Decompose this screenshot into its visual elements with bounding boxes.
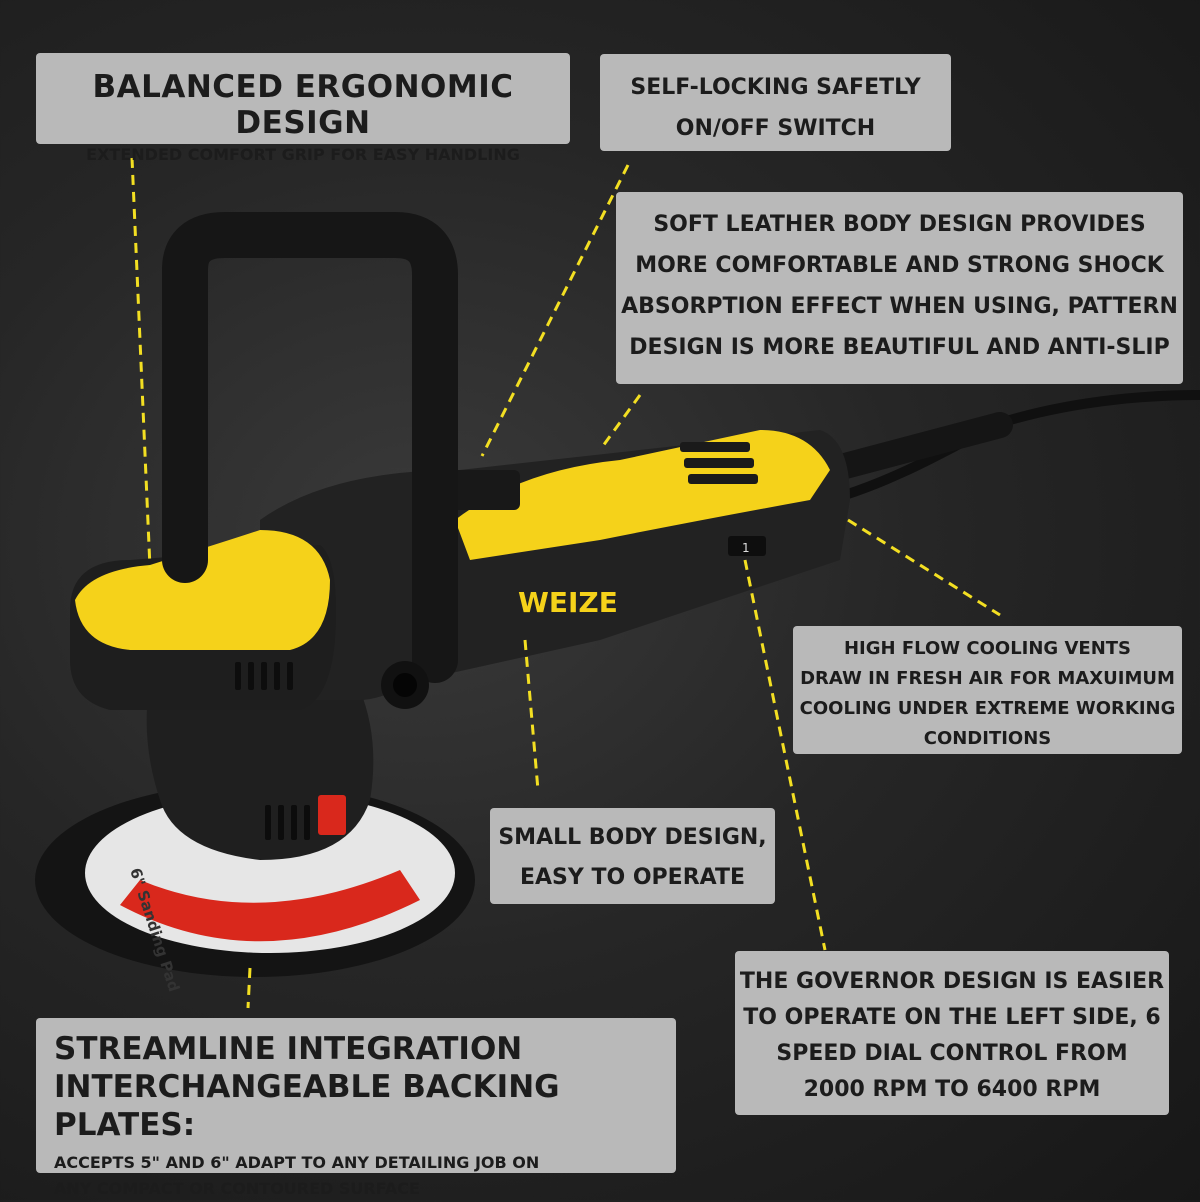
pad-red-label	[120, 870, 420, 942]
speed-dial-number: 1	[742, 541, 750, 555]
leader-ergonomic	[130, 157, 152, 569]
yellow-grip	[455, 430, 830, 560]
small-line-1: SMALL BODY DESIGN,	[498, 825, 767, 850]
switch-line-1: SELF-LOCKING SAFETLY	[630, 75, 921, 100]
top-vents-icon	[680, 442, 758, 484]
yellow-head-cap	[75, 530, 330, 650]
ergonomic-subtitle: EXTENDED COMFORT GRIP FOR EASY HANDLING	[86, 145, 520, 164]
callout-cooling-vents: HIGH FLOW COOLING VENTS DRAW IN FRESH AI…	[793, 626, 1182, 754]
switch-line-2: ON/OFF SWITCH	[675, 116, 876, 141]
leader-vents	[847, 518, 1001, 617]
polisher-neck	[146, 680, 374, 860]
callout-governor: THE GOVERNOR DESIGN IS EASIER TO OPERATE…	[735, 951, 1169, 1115]
brand-logo: WEIZE	[518, 586, 618, 619]
handle-socket	[381, 661, 429, 709]
governor-line-3: SPEED DIAL CONTROL FROM	[776, 1041, 1128, 1066]
streamline-body-1: ACCEPTS 5" AND 6" ADAPT TO ANY DETAILING…	[54, 1153, 540, 1172]
leader-streamline	[246, 967, 252, 1009]
callout-streamline: STREAMLINE INTEGRATION INTERCHANGEABLE B…	[36, 1018, 676, 1198]
leader-switch	[480, 164, 630, 457]
leather-line-1: SOFT LEATHER BODY DESIGN PROVIDES	[653, 212, 1146, 237]
polisher-body	[260, 430, 850, 700]
speed-dial	[728, 536, 766, 556]
vents-line-3: COOLING UNDER EXTREME WORKING	[799, 698, 1176, 719]
pad-text: 6" Sanding Pad	[126, 866, 183, 994]
d-handle	[162, 212, 458, 683]
side-vents-icon	[235, 662, 293, 690]
streamline-body-2: ANY COMPACT OR CONTOURED SURFACE	[54, 1179, 420, 1198]
governor-line-1: THE GOVERNOR DESIGN IS EASIER	[739, 969, 1165, 994]
vents-line-2: DRAW IN FRESH AIR FOR MAXUIMUM	[800, 668, 1175, 689]
vents-line-1: HIGH FLOW COOLING VENTS	[843, 638, 1132, 659]
leather-line-3: ABSORPTION EFFECT WHEN USING, PATTERN	[621, 294, 1178, 319]
callout-safety-switch: SELF-LOCKING SAFETLY ON/OFF SWITCH	[600, 54, 951, 151]
vents-line-4: CONDITIONS	[923, 728, 1052, 749]
callout-ergonomic-design: BALANCED ERGONOMIC DESIGN EXTENDED COMFO…	[36, 53, 570, 164]
ergonomic-title: BALANCED ERGONOMIC DESIGN	[92, 69, 514, 141]
callout-small-body: SMALL BODY DESIGN, EASY TO OPERATE	[490, 808, 775, 904]
power-cord	[843, 390, 1200, 500]
polisher-head	[70, 545, 336, 710]
streamline-title-1: STREAMLINE INTEGRATION	[54, 1031, 523, 1067]
small-line-2: EASY TO OPERATE	[519, 865, 745, 890]
front-vents-icon	[265, 805, 310, 840]
leather-line-4: DESIGN IS MORE BEAUTIFUL AND ANTI-SLIP	[629, 335, 1170, 360]
streamline-title-2: INTERCHANGEABLE BACKING PLATES:	[54, 1069, 560, 1143]
leader-leather	[598, 394, 642, 451]
leader-small	[523, 639, 540, 791]
governor-line-2: TO OPERATE ON THE LEFT SIDE, 6	[743, 1005, 1161, 1030]
leather-line-2: MORE COMFORTABLE AND STRONG SHOCK	[635, 253, 1164, 278]
backing-pad	[35, 783, 475, 977]
callout-leather-body: SOFT LEATHER BODY DESIGN PROVIDES MORE C…	[616, 192, 1183, 384]
governor-line-4: 2000 RPM TO 6400 RPM	[803, 1077, 1101, 1102]
power-switch	[440, 470, 520, 510]
